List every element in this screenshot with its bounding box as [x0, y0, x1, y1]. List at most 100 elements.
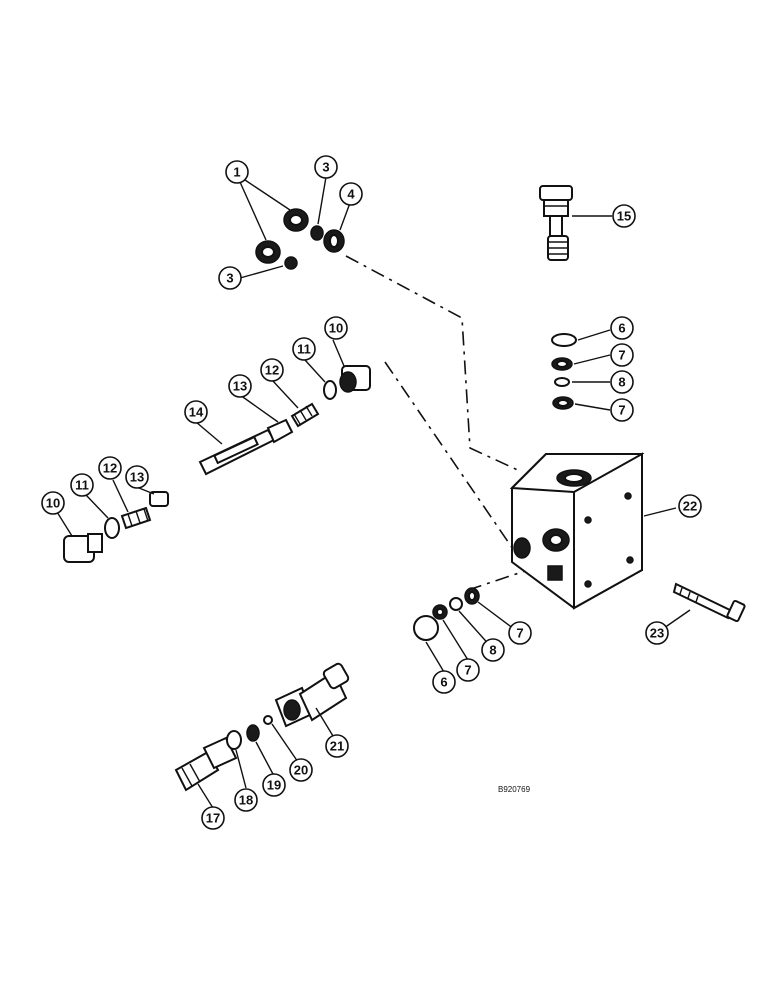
- callout-c13b: 13: [125, 465, 149, 489]
- callout-circle: [508, 621, 532, 645]
- assembly-line-upper: [345, 255, 523, 473]
- callout-label: 7: [464, 663, 471, 678]
- callout-c4: 4: [339, 182, 363, 206]
- callout-label: 4: [347, 187, 355, 202]
- callout-circle: [339, 182, 363, 206]
- callout-circle: [260, 358, 284, 382]
- callout-c1: 1: [225, 160, 249, 184]
- callout-label: 22: [683, 499, 697, 514]
- callout-c10a: 10: [324, 316, 348, 340]
- callout-label: 6: [618, 321, 625, 336]
- callout-c15: 15: [612, 204, 636, 228]
- callout-circle: [610, 316, 634, 340]
- callout-c7d: 7: [508, 621, 532, 645]
- callout-c22: 22: [678, 494, 702, 518]
- callout-c21: 21: [325, 734, 349, 758]
- callout-c3a: 3: [314, 155, 338, 179]
- ring-stack-lower: [413, 587, 480, 641]
- bolt: [672, 582, 746, 623]
- callout-c6a: 6: [610, 316, 634, 340]
- callout-label: 14: [189, 405, 204, 420]
- callout-label: 3: [322, 160, 329, 175]
- callout-label: 7: [618, 403, 625, 418]
- callout-label: 20: [294, 763, 308, 778]
- callout-circle: [324, 316, 348, 340]
- callout-circle: [456, 658, 480, 682]
- callout-c23: 23: [645, 621, 669, 645]
- callout-c3b: 3: [218, 266, 242, 290]
- callout-label: 13: [233, 379, 247, 394]
- callout-label: 7: [618, 348, 625, 363]
- spool-assembly-upper: [198, 365, 371, 476]
- callout-label: 11: [75, 478, 89, 493]
- callout-circle: [225, 160, 249, 184]
- fitting-assembly-lower: [174, 662, 350, 792]
- callout-label: 19: [267, 778, 281, 793]
- callout-c19: 19: [262, 773, 286, 797]
- callout-circle: [612, 204, 636, 228]
- callout-circle: [610, 370, 634, 394]
- callout-circle: [98, 456, 122, 480]
- relief-cartridge: [539, 185, 573, 261]
- callout-circle: [70, 473, 94, 497]
- callout-c12a: 12: [260, 358, 284, 382]
- callout-c7c: 7: [456, 658, 480, 682]
- valve-body: [509, 452, 645, 610]
- assembly-line-middle: [384, 361, 516, 553]
- callout-c11a: 11: [292, 337, 316, 361]
- callout-c10b: 10: [41, 491, 65, 515]
- callout-circle: [325, 734, 349, 758]
- callout-circle: [262, 773, 286, 797]
- callout-circle: [289, 758, 313, 782]
- ring-stack-right: [551, 333, 577, 410]
- seal-kit-upper: [255, 208, 345, 270]
- callout-c8b: 8: [481, 638, 505, 662]
- leader-lines: [56, 176, 691, 809]
- callout-label: 10: [329, 321, 343, 336]
- callout-circle: [125, 465, 149, 489]
- callout-c12b: 12: [98, 456, 122, 480]
- callout-c13a: 13: [228, 374, 252, 398]
- callout-c7b: 7: [610, 398, 634, 422]
- drawing-code: B920769: [498, 785, 531, 794]
- callout-label: 8: [489, 643, 496, 658]
- callout-circle: [228, 374, 252, 398]
- callout-label: 3: [226, 271, 233, 286]
- callout-c6b: 6: [432, 670, 456, 694]
- callout-circle: [234, 788, 258, 812]
- callout-circle: [678, 494, 702, 518]
- callout-circle: [314, 155, 338, 179]
- callout-c20: 20: [289, 758, 313, 782]
- callout-label: 11: [297, 342, 311, 357]
- callout-label: 23: [650, 626, 664, 641]
- callout-label: 13: [130, 470, 144, 485]
- callout-label: 12: [103, 461, 117, 476]
- callout-circle: [201, 806, 225, 830]
- callout-label: 17: [206, 811, 220, 826]
- callout-label: 1: [233, 165, 240, 180]
- callout-circle: [41, 491, 65, 515]
- callout-label: 10: [46, 496, 60, 511]
- callout-label: 15: [617, 209, 631, 224]
- callout-c8a: 8: [610, 370, 634, 394]
- callout-circle: [610, 398, 634, 422]
- callout-circle: [481, 638, 505, 662]
- callout-circle: [610, 343, 634, 367]
- callout-circle: [184, 400, 208, 424]
- callout-c7a: 7: [610, 343, 634, 367]
- spring-assembly-lower: [63, 491, 169, 563]
- callout-circle: [218, 266, 242, 290]
- callout-label: 21: [330, 739, 344, 754]
- callout-c11b: 11: [70, 473, 94, 497]
- callout-c18: 18: [234, 788, 258, 812]
- callout-c17: 17: [201, 806, 225, 830]
- callout-label: 6: [440, 675, 447, 690]
- callout-label: 7: [516, 626, 523, 641]
- callout-circle: [292, 337, 316, 361]
- callout-label: 12: [265, 363, 279, 378]
- callout-circle: [432, 670, 456, 694]
- callout-label: 8: [618, 375, 625, 390]
